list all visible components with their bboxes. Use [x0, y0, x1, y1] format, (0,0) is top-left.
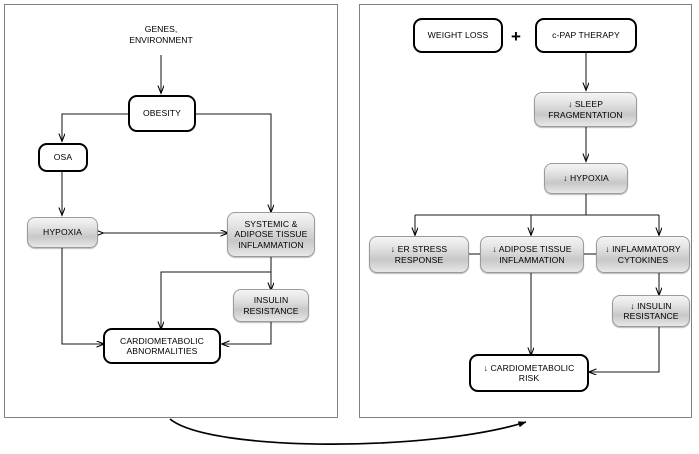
node-systemic-adipose-tissue-inflammation[interactable]: SYSTEMIC & ADIPOSE TISSUE INFLAMMATION	[227, 212, 315, 257]
plus-operator: +	[511, 27, 521, 46]
node-sleep-fragmentation[interactable]: ↓ SLEEP FRAGMENTATION	[534, 92, 637, 127]
node-hypoxia[interactable]: HYPOXIA	[27, 217, 98, 248]
node-osa[interactable]: OSA	[38, 143, 88, 172]
genes-environment-label: GENES, ENVIRONMENT	[129, 24, 193, 46]
node-cardiometabolic-abnormalities[interactable]: CARDIOMETABOLIC ABNORMALITIES	[103, 328, 221, 364]
node-weight-loss[interactable]: WEIGHT LOSS	[413, 18, 503, 53]
node-insulin-resistance[interactable]: INSULIN RESISTANCE	[233, 289, 309, 322]
node-insulin-resistance-reduced[interactable]: ↓ INSULIN RESISTANCE	[612, 295, 690, 327]
node-cpap-therapy[interactable]: c-PAP THERAPY	[535, 18, 637, 53]
node-adipose-tissue-inflammation[interactable]: ↓ ADIPOSE TISSUE INFLAMMATION	[480, 236, 584, 273]
node-hypoxia-reduced[interactable]: ↓ HYPOXIA	[544, 163, 628, 194]
node-cardiometabolic-risk[interactable]: ↓ CARDIOMETABOLIC RISK	[469, 354, 589, 392]
node-obesity[interactable]: OBESITY	[128, 95, 196, 132]
pathogenesis-to-treatment-arrow	[169, 418, 527, 445]
node-inflammatory-cytokines[interactable]: ↓ INFLAMMATORY CYTOKINES	[596, 236, 690, 273]
node-er-stress-response[interactable]: ↓ ER STRESS RESPONSE	[369, 236, 469, 273]
